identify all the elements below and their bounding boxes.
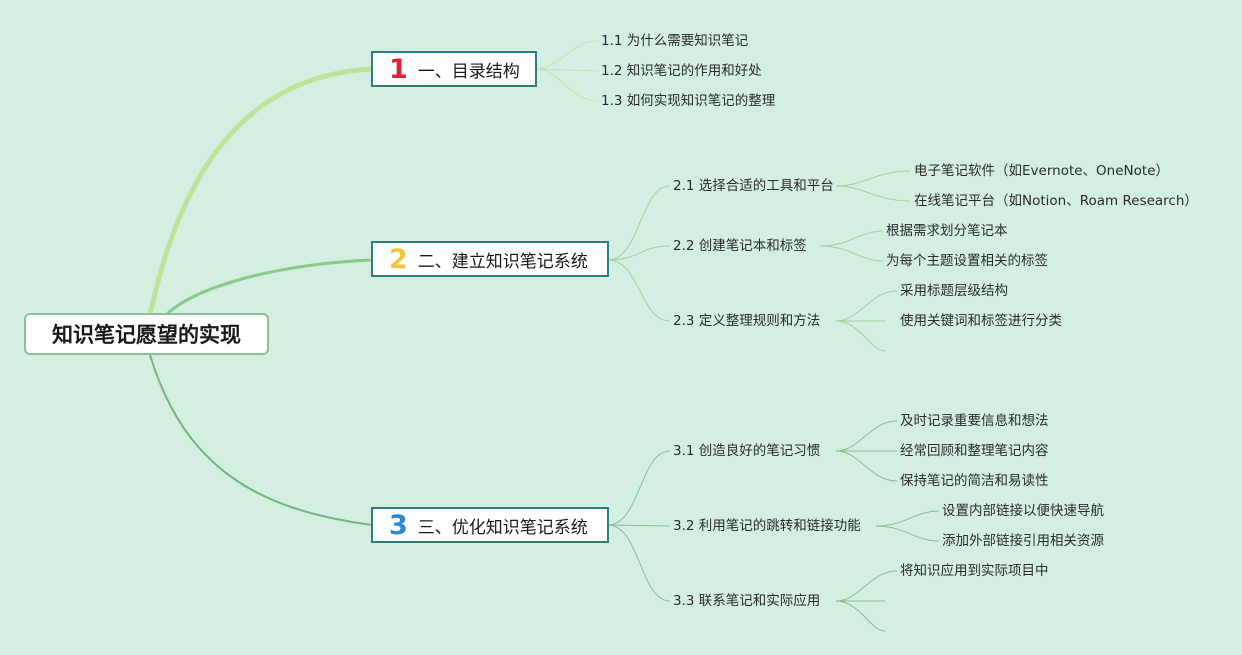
- topic-2-1[interactable]: 2.1 选择合适的工具和平台: [673, 178, 834, 194]
- subtopic-2-2-2[interactable]: 为每个主题设置相关的标签: [886, 253, 1048, 269]
- topic-3-2[interactable]: 3.2 利用笔记的跳转和链接功能: [673, 518, 861, 534]
- root-title: 知识笔记愿望的实现: [52, 323, 241, 347]
- branch-node-1[interactable]: 1 一、目录结构: [371, 51, 537, 87]
- subtopic-3-2-1[interactable]: 设置内部链接以便快速导航: [942, 503, 1104, 519]
- subtopic-2-1-2[interactable]: 在线笔记平台（如Notion、Roam Research）: [914, 193, 1198, 209]
- subtopic-2-3-1[interactable]: 采用标题层级结构: [900, 283, 1008, 299]
- topic-2-3[interactable]: 2.3 定义整理规则和方法: [673, 313, 821, 329]
- branch-label: 二、建立知识笔记系统: [417, 251, 588, 272]
- subtopic-3-1-2[interactable]: 经常回顾和整理笔记内容: [900, 443, 1049, 459]
- number-1-icon: 1: [389, 53, 408, 85]
- subtopic-2-2-1[interactable]: 根据需求划分笔记本: [886, 223, 1008, 239]
- subtopic-2-3-2[interactable]: 使用关键词和标签进行分类: [900, 313, 1062, 329]
- topic-1-2[interactable]: 1.2 知识笔记的作用和好处: [601, 63, 762, 79]
- subtopic-3-1-1[interactable]: 及时记录重要信息和想法: [900, 413, 1049, 429]
- connector-root-branch3: [149, 354, 373, 526]
- branch-node-2[interactable]: 2 二、建立知识笔记系统: [371, 241, 609, 277]
- root-node[interactable]: 知识笔记愿望的实现: [24, 313, 269, 355]
- number-2-icon: 2: [389, 243, 408, 275]
- branch-label: 三、优化知识笔记系统: [417, 517, 588, 538]
- subtopic-3-3-1[interactable]: 将知识应用到实际项目中: [900, 563, 1049, 579]
- topic-3-3[interactable]: 3.3 联系笔记和实际应用: [673, 593, 821, 609]
- topic-1-1[interactable]: 1.1 为什么需要知识笔记: [601, 33, 749, 49]
- topic-2-2[interactable]: 2.2 创建笔记本和标签: [673, 238, 807, 254]
- subtopic-2-1-1[interactable]: 电子笔记软件（如Evernote、OneNote）: [914, 163, 1169, 179]
- branch-label: 一、目录结构: [417, 61, 520, 82]
- connector-root-branch2: [166, 258, 374, 315]
- number-3-icon: 3: [389, 509, 408, 541]
- branch-node-3[interactable]: 3 三、优化知识笔记系统: [371, 507, 609, 543]
- topic-3-1[interactable]: 3.1 创造良好的笔记习惯: [673, 443, 821, 459]
- topic-1-3[interactable]: 1.3 如何实现知识笔记的整理: [601, 93, 776, 109]
- subtopic-3-2-2[interactable]: 添加外部链接引用相关资源: [942, 533, 1104, 549]
- connector-root-branch1: [147, 66, 375, 318]
- subtopic-3-1-3[interactable]: 保持笔记的简洁和易读性: [900, 473, 1049, 489]
